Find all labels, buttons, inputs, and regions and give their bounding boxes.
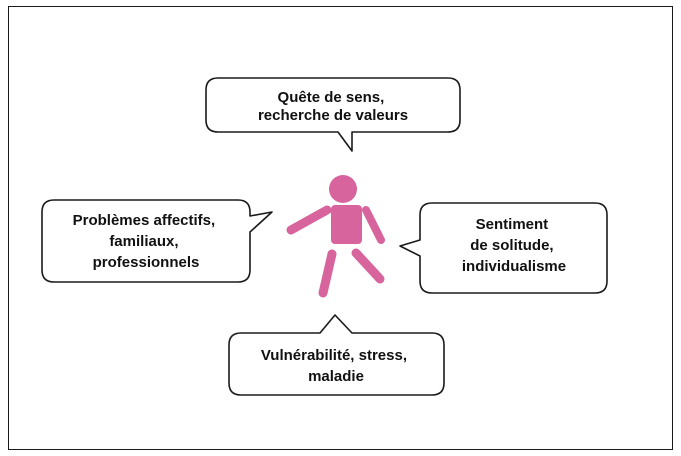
bubble-left: Problèmes affectifs, familiaux, professi… (41, 199, 273, 283)
bubble-bottom-line-1: Vulnérabilité, stress, (261, 347, 407, 364)
bubble-top-line-2: recherche de valeurs (258, 107, 408, 124)
bubble-right-line-2: de solitude, (470, 237, 553, 254)
bubble-top-shape (205, 77, 461, 152)
bubble-right-text: Sentiment de solitude, individualisme (462, 216, 566, 275)
bubble-left-line-3: professionnels (93, 254, 200, 271)
person-right-arm (362, 206, 385, 244)
bubble-top: Quête de sens, recherche de valeurs (205, 77, 461, 152)
bubble-left-line-2: familiaux, (109, 233, 178, 250)
person-right-leg (351, 248, 385, 284)
bubble-right-line-3: individualisme (462, 258, 566, 275)
person-torso (331, 205, 362, 244)
bubble-bottom-line-2: maladie (308, 368, 364, 385)
bubble-bottom-text: Vulnérabilité, stress, maladie (261, 347, 411, 385)
bubble-bottom-shape (228, 314, 445, 396)
bubble-left-text: Problèmes affectifs, familiaux, professi… (73, 212, 220, 271)
person-left-leg (318, 249, 337, 298)
bubble-left-shape (41, 199, 273, 283)
bubble-right: Sentiment de solitude, individualisme (399, 202, 608, 294)
person-figure (286, 175, 385, 298)
bubble-top-line-1: Quête de sens, (278, 89, 385, 106)
bubble-right-line-1: Sentiment (476, 216, 549, 233)
bubble-right-shape (399, 202, 608, 294)
person-left-arm (286, 205, 332, 235)
bubble-left-line-1: Problèmes affectifs, (73, 212, 216, 229)
bubble-top-text: Quête de sens, recherche de valeurs (258, 89, 408, 124)
bubble-bottom: Vulnérabilité, stress, maladie (228, 314, 445, 396)
person-head (329, 175, 357, 203)
